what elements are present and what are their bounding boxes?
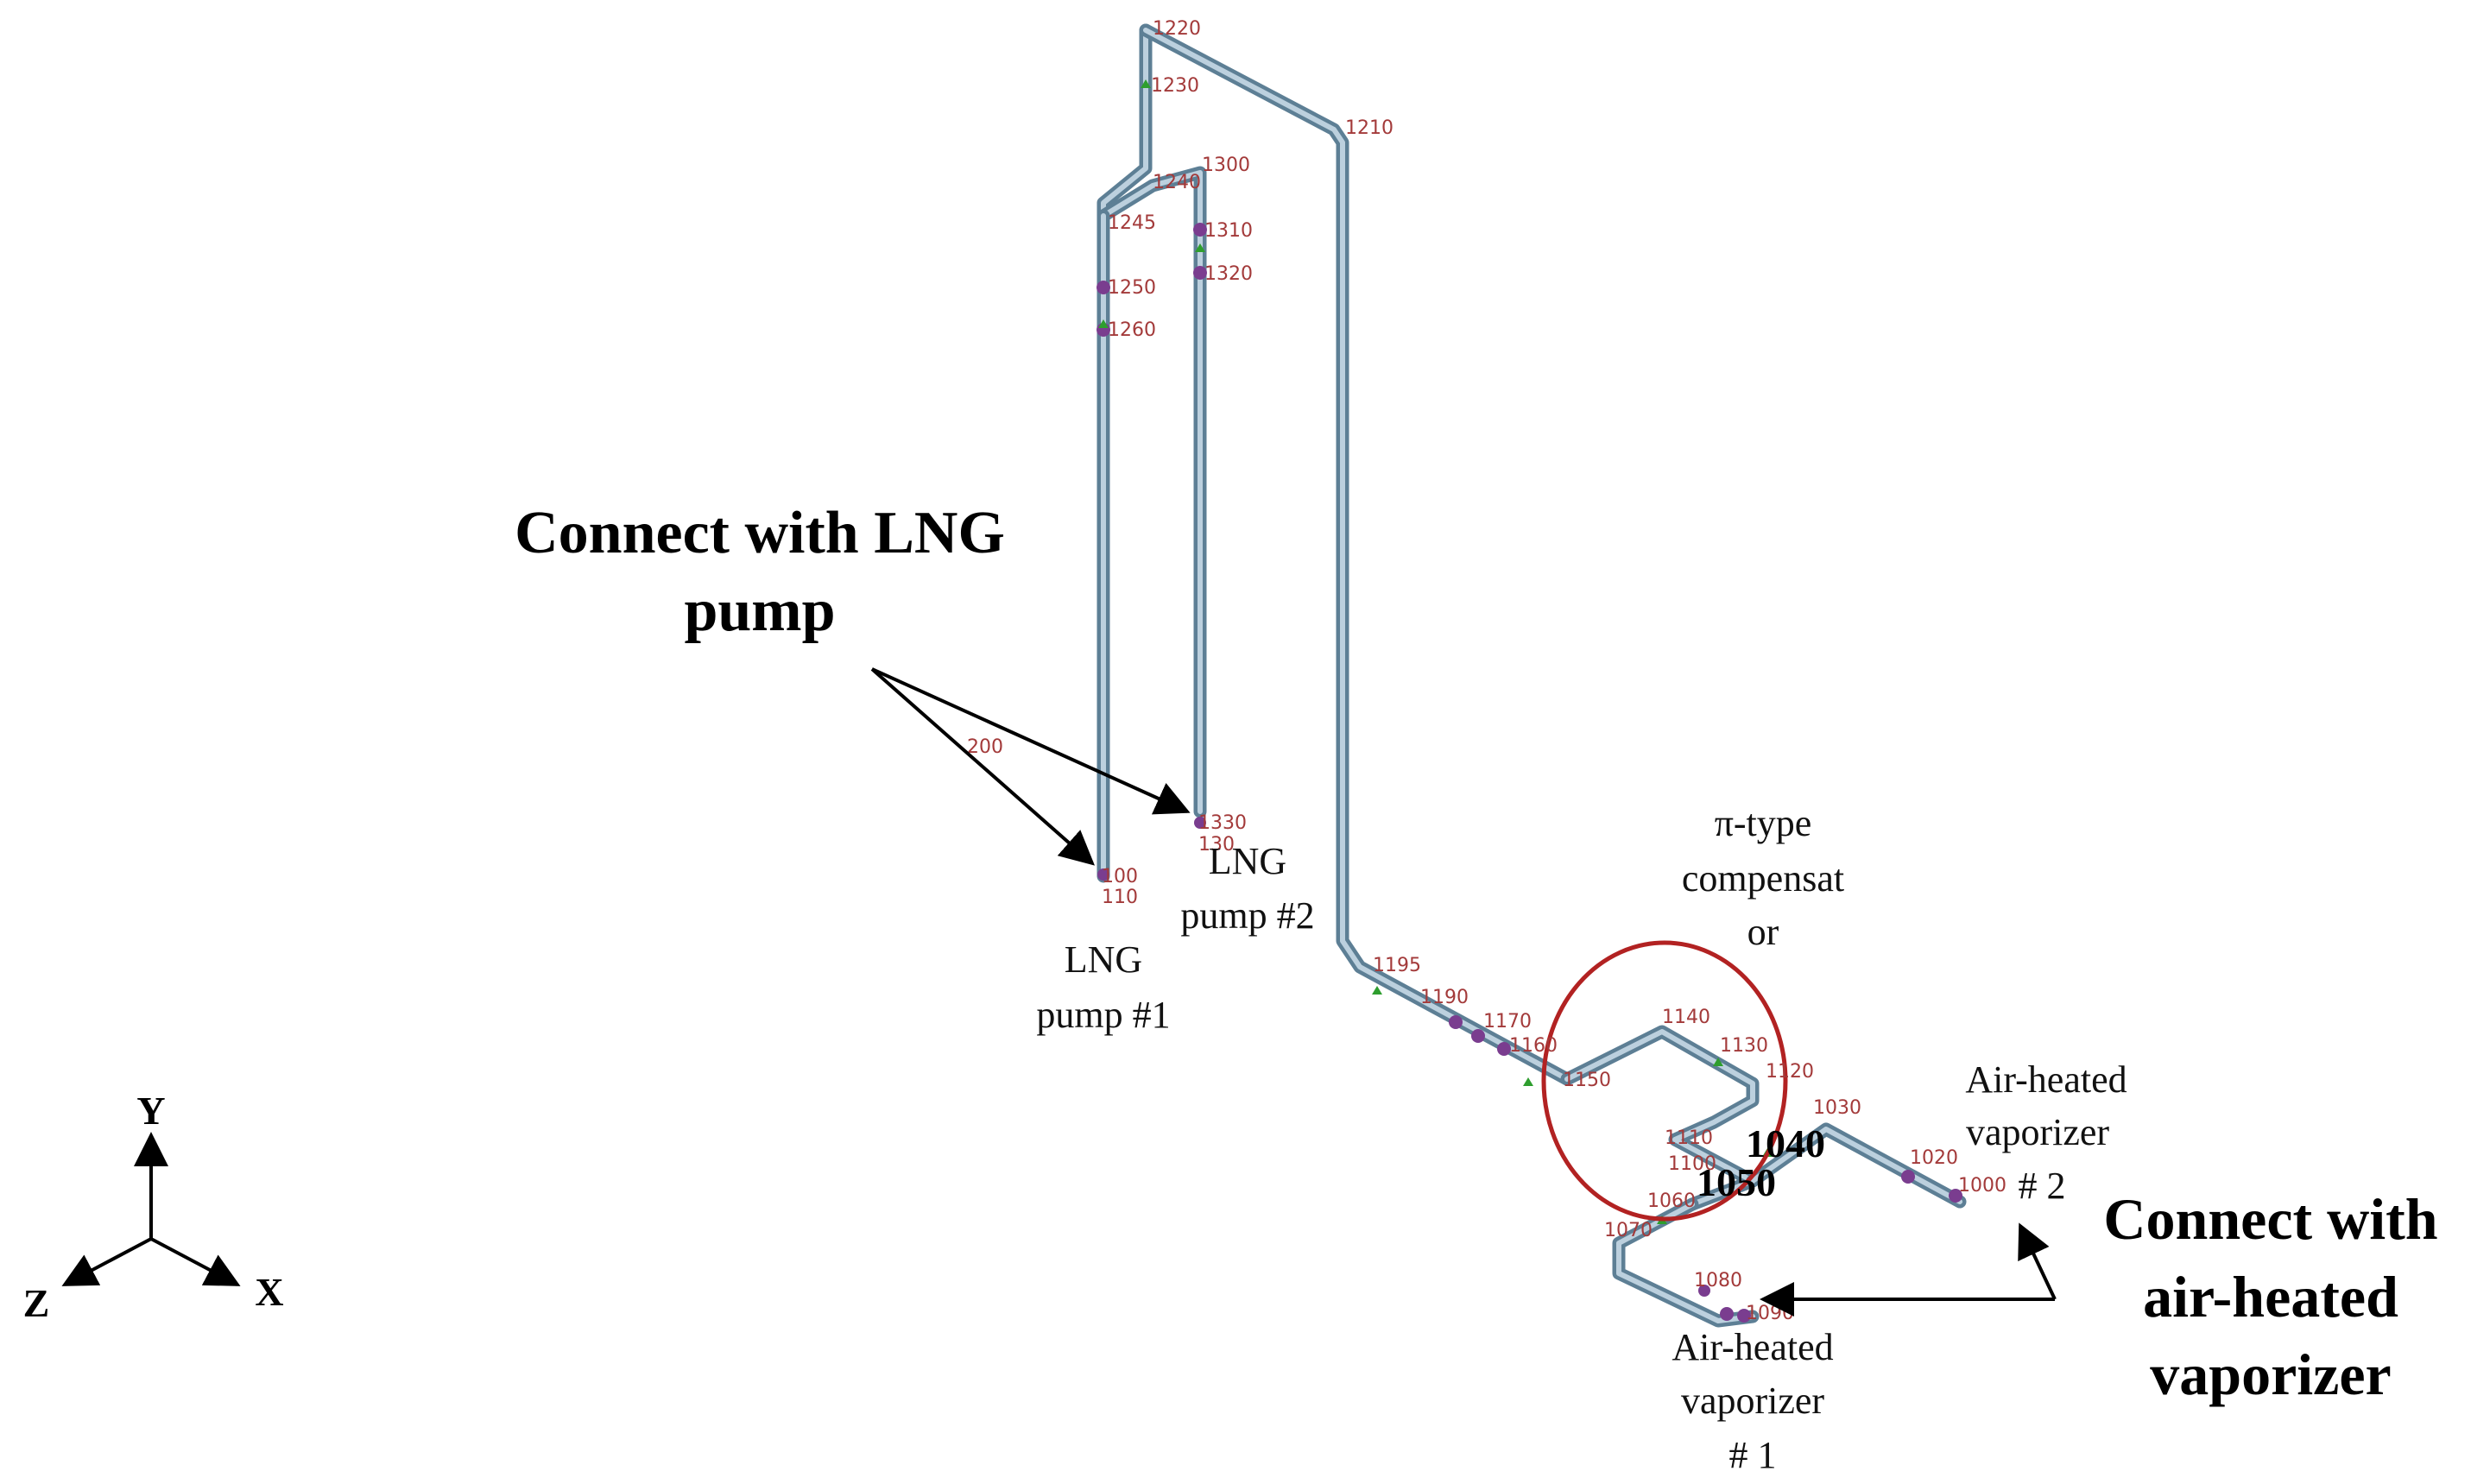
node-label: 1210 xyxy=(1345,117,1393,139)
flange-marker xyxy=(1096,281,1110,294)
node-label: 1320 xyxy=(1204,263,1253,285)
node-label: 1310 xyxy=(1204,220,1253,242)
arrow-to-pump-2 xyxy=(871,667,1191,815)
node-1050-bold-label: 1050 xyxy=(1697,1160,1776,1204)
lng-pump-1-label-line-2: pump #1 xyxy=(1036,994,1170,1036)
node-label: 1330 xyxy=(1198,812,1247,834)
node-label: 1240 xyxy=(1153,172,1201,193)
flange-marker xyxy=(1471,1029,1485,1043)
node-label: 1170 xyxy=(1483,1011,1532,1032)
support-marker xyxy=(1523,1077,1533,1086)
node-label: 110 xyxy=(1102,887,1138,908)
flange-marker xyxy=(1737,1309,1751,1323)
callout-arrows xyxy=(870,667,2057,1317)
node-label: 1260 xyxy=(1108,319,1156,341)
node-label: 1100 xyxy=(1668,1153,1716,1175)
coordinate-axes: Y X Z xyxy=(23,1089,284,1325)
node-label: 1130 xyxy=(1720,1035,1768,1057)
pipe-fittings xyxy=(1096,79,1962,1323)
node-label: 1030 xyxy=(1813,1097,1861,1119)
x-axis-label: X xyxy=(255,1270,283,1314)
compensator-label-line-2: compensat xyxy=(1682,857,1844,900)
node-labels: 1220 1230 1210 1300 1240 1245 1310 1320 … xyxy=(967,18,2007,1324)
node-label: 1070 xyxy=(1604,1220,1653,1241)
air-heated-vaporizer-2-line-3: # 2 xyxy=(2019,1165,2066,1207)
node-label: 1195 xyxy=(1373,955,1421,976)
air-heated-vaporizer-2-line-1: Air-heated xyxy=(1965,1058,2127,1101)
air-heated-vaporizer-1-line-1: Air-heated xyxy=(1672,1326,1833,1368)
flange-marker xyxy=(1720,1307,1734,1321)
node-label: 1150 xyxy=(1563,1070,1611,1091)
air-heated-vaporizer-1-line-3: # 1 xyxy=(1729,1434,1777,1476)
node-label: 1190 xyxy=(1420,987,1469,1008)
node-1040-bold-label: 1040 xyxy=(1746,1121,1825,1165)
support-marker xyxy=(1372,986,1382,995)
node-label: 1090 xyxy=(1746,1303,1794,1324)
node-label: 1160 xyxy=(1509,1035,1558,1057)
arrow-to-pump-1 xyxy=(870,667,1095,866)
x-axis-arrow xyxy=(150,1237,241,1286)
node-label: 1230 xyxy=(1151,75,1199,97)
flange-marker xyxy=(1193,223,1207,237)
flange-marker xyxy=(1949,1189,1962,1203)
annotations: Connect with LNG pump LNG pump #1 LNG pu… xyxy=(515,500,2438,1476)
lng-pump-2-label-line-1: LNG xyxy=(1209,840,1286,882)
support-marker xyxy=(1141,79,1151,88)
flange-marker xyxy=(1097,868,1109,881)
compensator-label-line-1: π-type xyxy=(1715,802,1812,844)
air-heated-vaporizer-2-line-2: vaporizer xyxy=(1966,1111,2109,1153)
lng-pump-2-label-line-2: pump #2 xyxy=(1180,894,1314,937)
z-axis-arrow xyxy=(61,1237,152,1286)
flange-marker xyxy=(1193,266,1207,280)
connect-lng-pump-line-1: Connect with LNG xyxy=(515,500,1005,566)
support-marker xyxy=(1195,243,1205,252)
node-label: 1120 xyxy=(1766,1061,1814,1083)
node-label: 1080 xyxy=(1694,1270,1742,1291)
node-label: 1300 xyxy=(1202,155,1250,176)
compensator-label-line-3: or xyxy=(1747,911,1779,953)
connect-air-heated-line-2: air-heated xyxy=(2143,1264,2398,1329)
node-label: 1060 xyxy=(1647,1190,1696,1212)
node-label: 1220 xyxy=(1153,18,1201,40)
flange-marker xyxy=(1449,1015,1463,1029)
connect-air-heated-line-3: vaporizer xyxy=(2150,1342,2391,1407)
flange-marker xyxy=(1194,817,1206,829)
connect-lng-pump-line-2: pump xyxy=(684,578,835,644)
node-label: 1000 xyxy=(1958,1175,2007,1197)
flange-marker xyxy=(1698,1285,1710,1297)
node-label: 1245 xyxy=(1108,212,1156,234)
node-label: 100 xyxy=(1102,866,1138,887)
connect-air-heated-line-1: Connect with xyxy=(2103,1186,2437,1252)
z-axis-label: Z xyxy=(23,1281,50,1325)
node-label: 1020 xyxy=(1910,1147,1958,1169)
air-heated-vaporizer-1-line-2: vaporizer xyxy=(1681,1380,1824,1422)
support-marker xyxy=(1098,319,1109,328)
flange-marker xyxy=(1901,1170,1915,1184)
flange-marker xyxy=(1497,1042,1511,1056)
node-label: 1250 xyxy=(1108,277,1156,299)
y-axis-label: Y xyxy=(136,1089,165,1133)
node-label: 1140 xyxy=(1662,1007,1710,1028)
node-label: 1110 xyxy=(1665,1127,1713,1149)
lng-pump-1-label-line-1: LNG xyxy=(1065,938,1142,981)
node-label: 130 xyxy=(1198,834,1235,856)
node-label: 200 xyxy=(967,736,1003,758)
arrow-to-vaporizer-2 xyxy=(2018,1222,2057,1300)
compensator-highlight-circle xyxy=(1541,940,1788,1222)
support-marker xyxy=(1713,1058,1723,1066)
